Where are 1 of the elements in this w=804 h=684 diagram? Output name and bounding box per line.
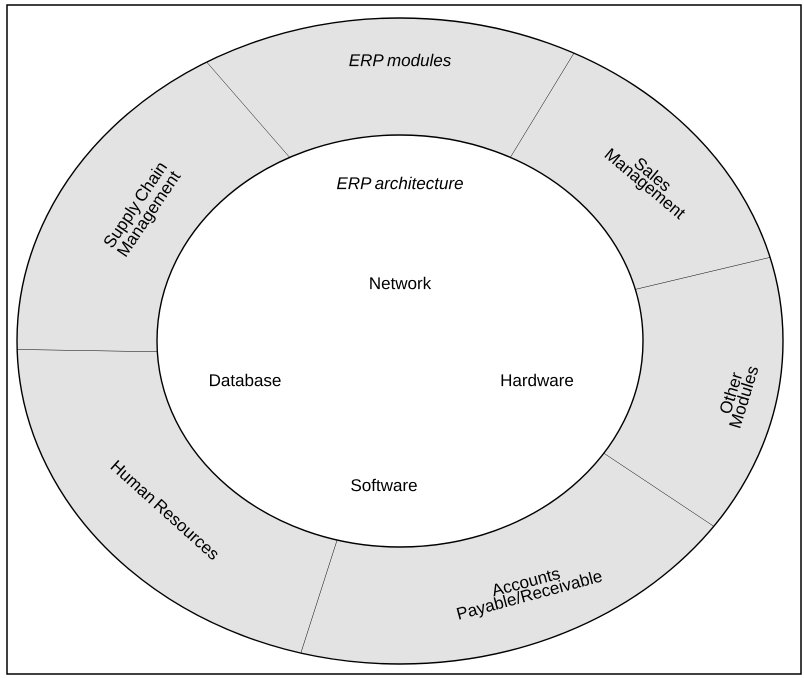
node-label: ERP modules bbox=[349, 54, 451, 66]
